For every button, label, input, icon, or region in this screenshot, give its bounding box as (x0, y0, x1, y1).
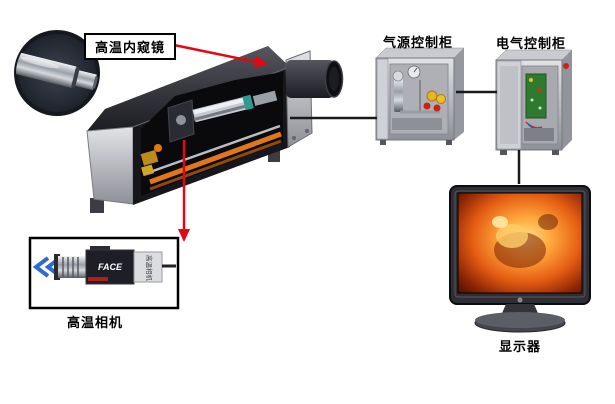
drive-block-yellow (140, 150, 159, 166)
camera-label: 高温相机 (66, 315, 123, 330)
connection-lines (173, 43, 521, 242)
camera-top-rail (90, 246, 110, 252)
electric-cabinet-illustration (495, 49, 573, 155)
yellow-valve-knob-2 (436, 94, 446, 104)
yellow-valve-knob (426, 90, 438, 102)
camera-illustration: FACE 高温相机 (28, 236, 180, 310)
monitor-label: 显示器 (498, 339, 541, 354)
air-cabinet-lower-panel (392, 118, 442, 130)
housing-foot-left (90, 198, 104, 213)
tube-highlight (193, 96, 251, 115)
indicator-lamp (563, 63, 569, 69)
tube-shadow (193, 103, 251, 121)
air-cabinet-illustration (375, 47, 465, 145)
red-valve-knob (423, 102, 431, 110)
drive-roller (154, 144, 162, 152)
housing-top-face (87, 46, 290, 131)
wire-red (525, 121, 543, 129)
endoscope-label: 高温内窥镜 (84, 33, 177, 60)
housing-illustration (86, 46, 344, 213)
guide-rod (149, 124, 281, 174)
monitor-power-button (517, 297, 523, 303)
camera-rear-housing (133, 251, 163, 283)
pcb-board (525, 73, 547, 119)
red-valve-knob-2 (433, 104, 441, 112)
rear-cylinder (286, 60, 334, 98)
air-cabinet-label: 气源控制柜 (382, 35, 453, 50)
camera-side-text: 高温相机 (145, 255, 154, 282)
air-cabinet-side (454, 48, 464, 140)
guide-rail-orange (149, 131, 282, 185)
monitor-illustration (449, 185, 591, 333)
camera-red-stripe (88, 277, 108, 281)
red-pointer-endoscope-to-housing (173, 43, 268, 68)
rear-cylinder-lens (329, 67, 339, 91)
housing-end-cap (86, 126, 134, 205)
door-inner-panel (500, 66, 518, 144)
lens-front-ring (54, 254, 60, 280)
guide-rail-shadow (149, 139, 282, 191)
tube-tip (252, 90, 278, 106)
pressure-regulator (394, 78, 403, 112)
camera-brand-text: FACE (98, 262, 123, 272)
endoscope-photo-inset (7, 30, 101, 116)
blue-direction-arrow (32, 256, 50, 278)
electric-cabinet-label: 电气控制柜 (495, 36, 566, 51)
endoscope-probe (7, 50, 101, 91)
internal-camera-ring (176, 115, 186, 125)
terminal-block (524, 128, 554, 141)
drive-block-small (141, 164, 155, 177)
electric-cabinet-side (562, 50, 572, 150)
tube-collar-teal (242, 94, 254, 111)
camera-lens-barrel (58, 256, 86, 278)
endoscope-tube (192, 95, 254, 123)
air-cabinet-door-edge (376, 58, 389, 140)
